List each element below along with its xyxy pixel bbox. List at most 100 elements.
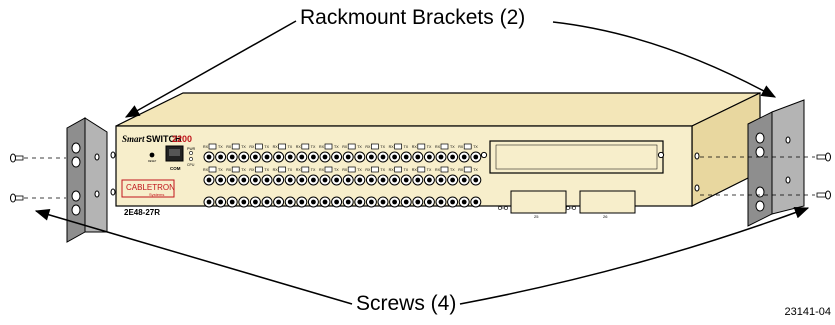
port-rx-label: RX: [203, 145, 209, 149]
cabletron-logo: [121, 179, 175, 198]
reset-label: RESET: [148, 160, 157, 163]
port-rx-label: RX: [435, 168, 441, 172]
port-led: [347, 166, 356, 173]
port-led: [301, 166, 310, 173]
cabletron-sub: Systems: [149, 192, 164, 197]
expansion-slot[interactable]: [489, 140, 664, 174]
port-rx-label: RX: [226, 145, 232, 149]
reset-button[interactable]: [149, 152, 155, 158]
callout-arrows: [34, 20, 810, 305]
port-rx-label: RX: [365, 145, 371, 149]
port-led: [324, 166, 333, 173]
port-rx-label: RX: [412, 145, 418, 149]
com-label: COM: [170, 166, 181, 171]
screw-left-top: [10, 153, 24, 163]
port-tx-label: TX: [311, 168, 316, 172]
bay-26-led-a: [566, 206, 570, 210]
port-led: [417, 143, 426, 150]
chassis-top: [115, 92, 761, 127]
port-tx-label: TX: [264, 168, 269, 172]
port-tx-label: TX: [218, 145, 223, 149]
bay-26-label: 26: [603, 214, 608, 219]
port-tx-label: TX: [357, 145, 362, 149]
cabletron-name: CABLETRON: [126, 183, 175, 192]
port-tx-label: TX: [450, 168, 455, 172]
port-rx-label: RX: [365, 168, 371, 172]
bay-25-label: 25: [534, 214, 539, 219]
model-number: 2E48-27R: [124, 208, 160, 217]
port-tx-label: TX: [450, 145, 455, 149]
port-led: [394, 143, 402, 150]
arrow-to-left-bracket: [124, 20, 297, 118]
port-tx-label: TX: [380, 145, 385, 149]
arrow-to-left-screws: [34, 208, 353, 305]
port-tx-label: TX: [404, 168, 409, 172]
port-rx-label: RX: [412, 168, 418, 172]
port-rx-label: RX: [435, 145, 441, 149]
brand-switch: SWITCH: [146, 134, 182, 144]
pwr-led: [189, 151, 193, 155]
port-led: [394, 166, 402, 173]
port-tx-label: TX: [427, 145, 432, 149]
port-led: [208, 143, 217, 150]
port-rx-label: RX: [296, 145, 302, 149]
module-bay-26[interactable]: [579, 190, 636, 214]
screw-left-bottom: [10, 193, 24, 203]
port-rx-label: RX: [319, 145, 325, 149]
port-tx-label: TX: [357, 168, 362, 172]
port-rx-label: RX: [342, 168, 348, 172]
port-led: [231, 143, 240, 150]
port-led: [278, 143, 286, 150]
port-tx-label: TX: [288, 145, 293, 149]
screw-guides: [24, 156, 815, 199]
port-tx-label: TX: [264, 145, 269, 149]
port-led: [463, 143, 472, 150]
screws-callout: Screws (4): [356, 292, 457, 315]
port-led: [417, 166, 426, 173]
port-rx-label: RX: [226, 168, 232, 172]
bay-25-led-b: [504, 206, 508, 210]
port-tx-label: TX: [473, 145, 478, 149]
port-rx-label: RX: [458, 145, 464, 149]
port-rx-label: RX: [203, 168, 209, 172]
port-tx-label: TX: [427, 168, 432, 172]
figure-number: 23141-04: [784, 306, 832, 318]
module-bay-25[interactable]: [510, 190, 567, 214]
left-bracket: [66, 117, 108, 243]
port-led: [347, 143, 356, 150]
slot-screw-right: [657, 151, 665, 159]
port-led: [440, 166, 449, 173]
port-tx-label: TX: [241, 145, 246, 149]
bay-26-led-b: [572, 206, 576, 210]
port-led: [301, 143, 310, 150]
port-led: [371, 166, 379, 173]
port-led: [231, 166, 240, 173]
port-led: [324, 143, 333, 150]
port-tx-label: TX: [334, 168, 339, 172]
port-rx-label: RX: [458, 168, 464, 172]
brand-model: 2200: [172, 134, 192, 144]
port-led: [278, 166, 286, 173]
port-led: [255, 143, 263, 150]
port-tx-label: TX: [311, 145, 316, 149]
port-led: [255, 166, 263, 173]
screw-right-top: [816, 152, 831, 162]
port-led: [440, 143, 449, 150]
port-rx-label: RX: [249, 168, 255, 172]
port-rx-label: RX: [296, 168, 302, 172]
port-rx-label: RX: [273, 145, 279, 149]
brand-smart: Smart: [122, 134, 145, 144]
cpu-led: [189, 157, 193, 161]
port-led: [208, 166, 217, 173]
port-rx-label: RX: [249, 145, 255, 149]
port-tx-label: TX: [334, 145, 339, 149]
port-tx-label: TX: [380, 168, 385, 172]
port-tx-label: TX: [241, 168, 246, 172]
port-led: [371, 143, 379, 150]
arrow-to-right-bracket: [552, 21, 777, 98]
bay-25-led-a: [498, 206, 502, 210]
chassis: Smart SWITCH 2200 RESET COM PWR CPU CABL…: [110, 92, 761, 219]
brackets-callout: Rackmount Brackets (2): [300, 6, 526, 29]
